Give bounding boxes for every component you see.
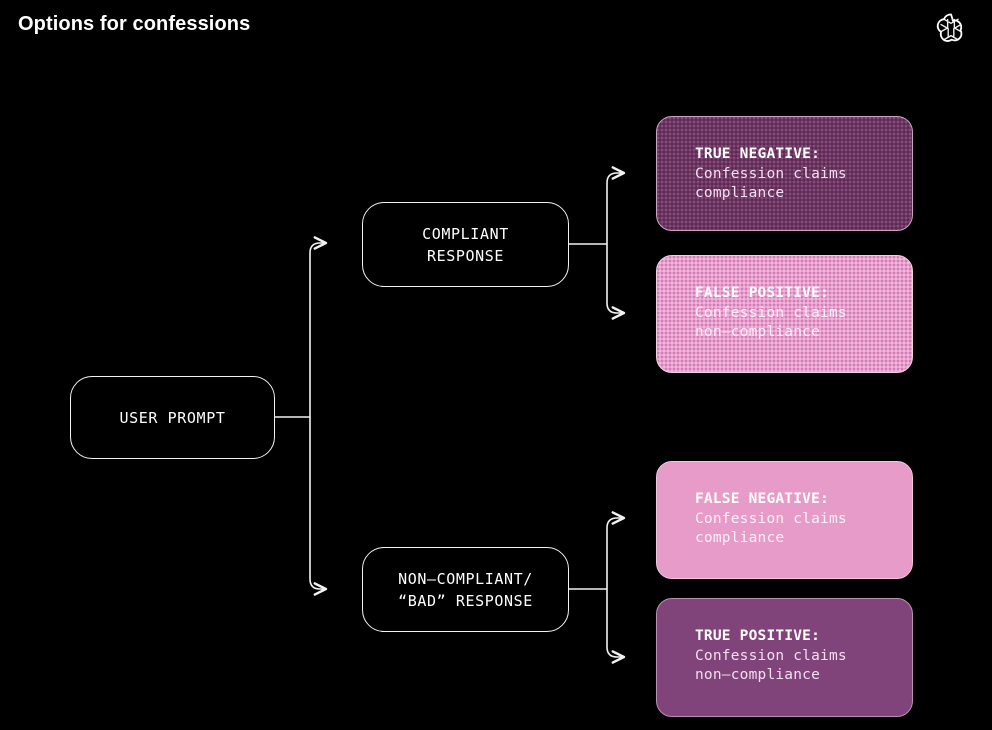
- outcome-body: Confession claims compliance: [695, 165, 847, 202]
- connector-compliant-down: [606, 244, 626, 320]
- page-title: Options for confessions: [18, 13, 251, 35]
- connector-bus-down: [309, 417, 328, 596]
- openai-logo: [936, 13, 963, 42]
- connector-compliant-up: [606, 166, 626, 244]
- outcome-card-false-positive[interactable]: FALSE POSITIVE: Confession claims non—co…: [656, 255, 913, 373]
- node-user-prompt-label: USER PROMPT: [119, 408, 226, 427]
- outcome-card-false-negative[interactable]: FALSE NEGATIVE: Confession claims compli…: [656, 461, 913, 579]
- node-non-compliant-response[interactable]: NON—COMPLIANT/ “BAD” RESPONSE: [362, 547, 569, 632]
- outcome-heading: FALSE NEGATIVE:: [695, 491, 829, 507]
- connector-noncompliant-up: [606, 511, 626, 589]
- outcome-heading: TRUE POSITIVE:: [695, 628, 821, 644]
- node-compliant-response-label: COMPLIANT RESPONSE: [422, 224, 509, 265]
- node-user-prompt[interactable]: USER PROMPT: [70, 376, 275, 459]
- node-non-compliant-response-label: NON—COMPLIANT/ “BAD” RESPONSE: [398, 569, 533, 610]
- outcome-card-true-negative[interactable]: TRUE NEGATIVE: Confession claims complia…: [656, 116, 913, 231]
- outcome-body: Confession claims non—compliance: [695, 304, 847, 341]
- outcome-heading: FALSE POSITIVE:: [695, 285, 829, 301]
- outcome-heading: TRUE NEGATIVE:: [695, 146, 821, 162]
- connector-bus-up: [309, 236, 328, 417]
- connector-noncompliant-down: [606, 589, 626, 664]
- outcome-card-true-positive[interactable]: TRUE POSITIVE: Confession claims non—com…: [656, 598, 913, 717]
- outcome-body: Confession claims non—compliance: [695, 647, 847, 684]
- node-compliant-response[interactable]: COMPLIANT RESPONSE: [362, 202, 569, 287]
- outcome-body: Confession claims compliance: [695, 510, 847, 547]
